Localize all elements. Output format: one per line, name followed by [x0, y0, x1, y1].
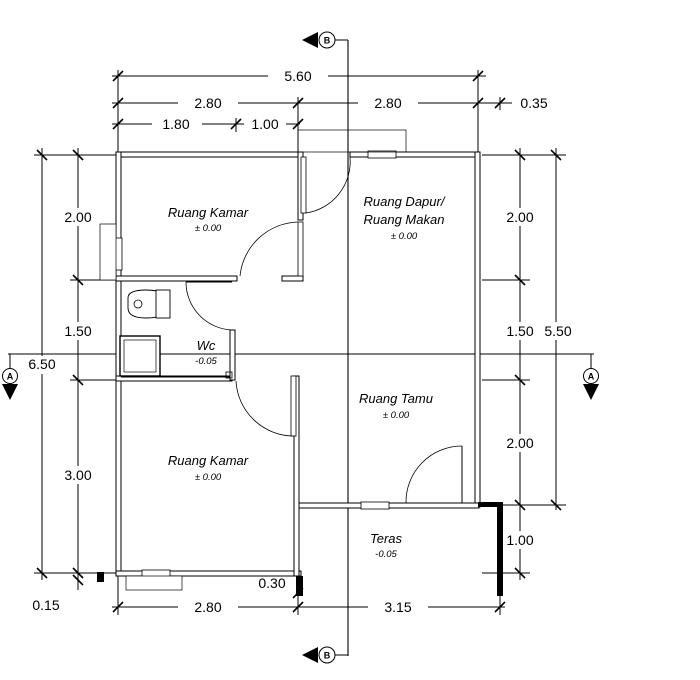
dim-top-left-b: 1.00	[251, 116, 278, 132]
left-dimensions: 2.00 1.50 3.00 6.50 0.15	[22, 148, 118, 613]
dim-left-upper: 2.00	[64, 209, 91, 225]
dim-left-lower: 3.00	[64, 467, 91, 483]
section-marker-a-right: A	[583, 354, 599, 400]
doors	[185, 156, 463, 504]
dim-left-bottom: 0.15	[32, 597, 59, 613]
right-dimensions: 2.00 1.50 2.00 5.50 1.00	[482, 148, 578, 580]
room-terrace-level: -0.05	[375, 549, 397, 560]
dim-top-right-half: 2.80	[374, 95, 401, 111]
windows	[99, 129, 407, 591]
room-kitchen-name-line2: Ruang Makan	[364, 212, 445, 227]
dim-bottom-right: 3.15	[384, 599, 411, 615]
dim-top-left-a: 1.80	[162, 116, 189, 132]
room-living-level: ± 0.00	[383, 410, 410, 421]
dim-bottom-left: 2.80	[194, 599, 221, 615]
dim-right-upper: 2.00	[506, 209, 533, 225]
room-kitchen-name-line1: Ruang Dapur/	[364, 194, 446, 209]
dim-left-middle: 1.50	[64, 323, 91, 339]
window-kitchen	[367, 150, 397, 159]
room-kitchen-level: ± 0.00	[391, 231, 418, 242]
tub-icon	[119, 335, 161, 377]
dim-right-overall: 5.50	[544, 323, 571, 339]
dim-top-overall: 5.60	[284, 68, 311, 84]
dim-right-bottom: 1.00	[506, 532, 533, 548]
section-marker-b-top: B	[302, 31, 348, 49]
room-bedroom-bottom-level: ± 0.00	[195, 472, 222, 483]
dim-right-lower: 2.00	[506, 435, 533, 451]
room-living-name: Ruang Tamu	[359, 391, 433, 406]
dim-top-right-extra: 0.35	[520, 95, 547, 111]
section-a-label-left: A	[7, 372, 14, 382]
section-marker-a-left: A	[2, 354, 18, 400]
section-b-label-top: B	[324, 36, 331, 46]
room-bedroom-top-name: Ruang Kamar	[168, 205, 249, 220]
room-labels: Ruang Kamar ± 0.00 Ruang Dapur/ Ruang Ma…	[168, 194, 446, 560]
section-b-label-bottom: B	[324, 651, 331, 661]
top-dimensions: 5.60 2.80 2.80 0.35 1.80 1.00	[112, 67, 552, 152]
dim-bottom-middle: 0.30	[258, 575, 285, 591]
room-terrace-name: Teras	[370, 531, 403, 546]
section-marker-b-bottom: B	[302, 646, 348, 664]
room-wc-name: Wc	[197, 338, 216, 353]
window-living	[360, 501, 390, 510]
wc-fixtures	[119, 289, 233, 379]
room-wc-level: -0.05	[195, 356, 217, 367]
room-bedroom-top-level: ± 0.00	[195, 223, 222, 234]
dim-left-overall: 6.50	[28, 356, 55, 372]
section-a-label-right: A	[588, 372, 595, 382]
dim-right-middle: 1.50	[506, 323, 533, 339]
dim-top-left-half: 2.80	[194, 95, 221, 111]
room-bedroom-bottom-name: Ruang Kamar	[168, 453, 249, 468]
